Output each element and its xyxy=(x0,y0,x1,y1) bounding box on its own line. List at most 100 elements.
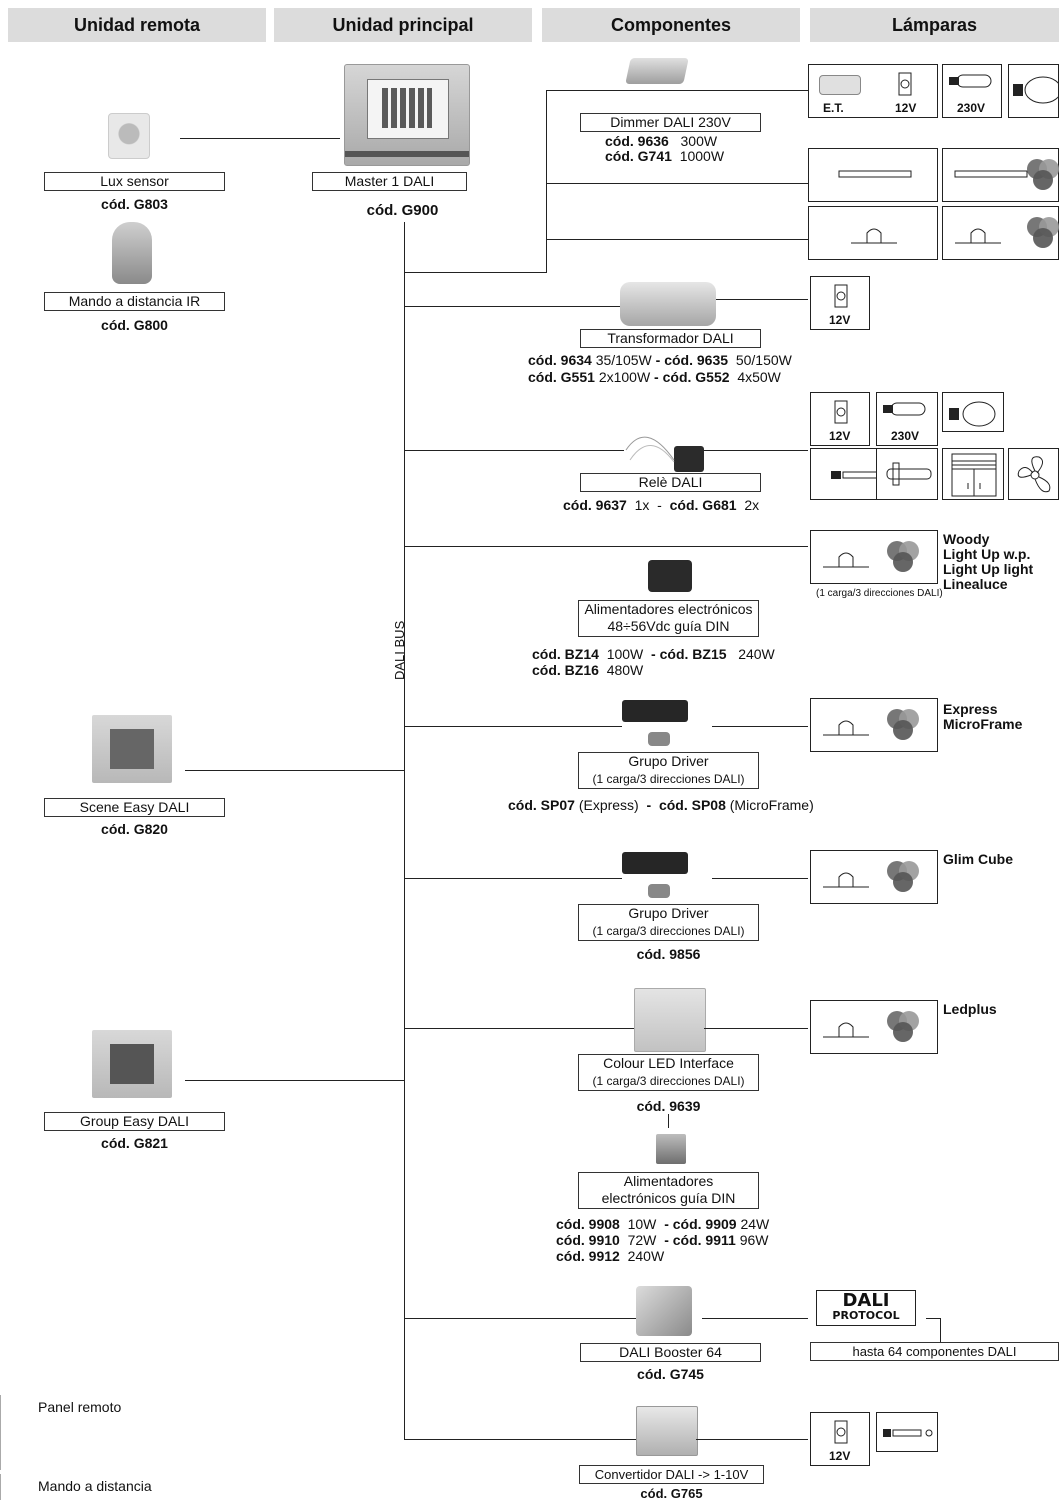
dimmer-branch-v xyxy=(546,90,547,272)
bulb-icon xyxy=(1013,76,1059,104)
driver1-label: Grupo Driver(1 carga/3 direcciones DALI) xyxy=(578,752,759,789)
relay-wires xyxy=(625,436,675,463)
colourled-out xyxy=(704,1028,808,1029)
scene-easy-code: cód. G820 xyxy=(101,821,168,837)
fluorescent-tube-icon xyxy=(838,170,912,178)
lamp-converter-12v: 12V xyxy=(810,1412,870,1466)
lamp-transformer-12v: 12V xyxy=(810,276,870,330)
legend-bar-2 xyxy=(0,1474,1,1500)
dimmer-top-h xyxy=(546,90,808,91)
relay-label: Relè DALI xyxy=(580,473,761,492)
fluorescent-compact-icon xyxy=(883,1429,933,1437)
led-icon xyxy=(823,1022,869,1038)
lamp-driver2 xyxy=(810,850,938,904)
fluorescent-tube-icon xyxy=(954,170,1028,178)
dali-protocol-logo: DALI PROTOCOL xyxy=(816,1290,916,1326)
scene-easy-label: Scene Easy DALI xyxy=(44,798,225,817)
transformer-out xyxy=(716,299,808,300)
rgb-icon xyxy=(887,1011,919,1042)
halogen-linear-icon xyxy=(886,462,932,486)
transformer-code-1: cód. 9634 35/105W - cód. 9635 50/150W xyxy=(528,352,792,368)
legend-panel: Panel remoto xyxy=(38,1399,122,1415)
relay-out xyxy=(704,450,808,451)
group-easy-label: Group Easy DALI xyxy=(44,1112,225,1131)
din-image xyxy=(656,1134,686,1164)
psu-code-2: cód. BZ16 480W xyxy=(532,662,644,678)
booster-code: cód. G745 xyxy=(637,1366,704,1382)
booster-image xyxy=(636,1286,692,1336)
relay-branch xyxy=(404,450,624,451)
lamp-relay-fan xyxy=(1008,448,1059,500)
lamp-fluo xyxy=(808,148,938,202)
halogen-230v-icon xyxy=(949,74,992,88)
lamp-led xyxy=(808,206,938,260)
booster-label: DALI Booster 64 xyxy=(580,1343,761,1362)
led-icon xyxy=(823,720,869,736)
driver2-plug xyxy=(648,884,670,898)
converter-code: cód. G765 xyxy=(640,1486,703,1501)
converter-out xyxy=(696,1439,808,1440)
lamp-driver1 xyxy=(810,698,938,752)
converter-image xyxy=(636,1406,698,1456)
glim-name: Glim Cube xyxy=(943,851,1014,867)
driver1-branch xyxy=(404,726,622,727)
dimmer-image xyxy=(625,58,689,84)
lux-sensor-code: cód. G803 xyxy=(101,196,168,212)
lamp-relay-blind xyxy=(942,448,1004,500)
lux-sensor-image xyxy=(108,113,150,159)
ledplus-name: Ledplus xyxy=(943,1001,997,1017)
led-icon xyxy=(823,552,869,568)
colourled-image xyxy=(634,988,706,1052)
header-components: Componentes xyxy=(542,8,800,42)
psu-code-1: cód. BZ14 100W - cód. BZ15 240W xyxy=(532,646,775,662)
dali-protocol-link-h xyxy=(926,1318,940,1319)
driver2-branch xyxy=(404,878,622,879)
relay-code: cód. 9637 1x - cód. G681 2x xyxy=(563,497,760,513)
upto64-label: hasta 64 componentes DALI xyxy=(810,1342,1059,1361)
colourled-label: Colour LED Interface(1 carga/3 direccion… xyxy=(578,1054,759,1091)
bulb-icon xyxy=(949,401,996,427)
legend-remote: Mando a distancia xyxy=(38,1478,152,1494)
lamp-bulb xyxy=(1008,64,1059,118)
colourled-din-link xyxy=(668,1114,669,1128)
colourled-code: cód. 9639 xyxy=(636,1098,701,1114)
ir-remote-label: Mando a distancia IR xyxy=(44,292,225,311)
driver1-out xyxy=(712,726,808,727)
driver2-label: Grupo Driver(1 carga/3 direcciones DALI) xyxy=(578,904,759,941)
driver1-image xyxy=(622,700,688,722)
lamp-relay-bulb xyxy=(942,392,1004,432)
driver1-plug xyxy=(648,732,670,746)
dali-bus-label: DALI BUS xyxy=(392,620,407,680)
lamp-et-12v: E.T. 12V xyxy=(808,64,938,118)
master-code: cód. G900 xyxy=(366,202,439,219)
halogen-12v-icon xyxy=(834,1420,848,1444)
driver2-out xyxy=(712,878,808,879)
rgb-icon xyxy=(1027,217,1059,248)
master-image xyxy=(344,64,470,166)
halogen-12v-icon xyxy=(834,400,848,424)
halogen-12v-icon xyxy=(898,72,912,96)
colourled-branch xyxy=(404,1028,634,1029)
header-main: Unidad principal xyxy=(274,8,532,42)
dimmer-code-2: cód. G741 1000W xyxy=(605,148,725,164)
booster-out xyxy=(702,1318,808,1319)
transformer-label: Transformador DALI xyxy=(580,329,761,348)
din-code-1: cód. 9908 10W - cód. 9909 24W xyxy=(556,1216,770,1232)
psu-image xyxy=(648,560,692,592)
lux-connector xyxy=(180,138,340,139)
driver2-code: cód. 9856 xyxy=(636,946,701,962)
transformer-code-2: cód. G551 2x100W - cód. G552 4x50W xyxy=(528,369,781,385)
rgb-icon xyxy=(1027,159,1059,190)
lamp-relay-12v: 12V xyxy=(810,392,870,446)
group-easy-code: cód. G821 xyxy=(101,1135,168,1151)
woody-note: (1 carga/3 direcciones DALI) xyxy=(816,588,943,599)
fan-icon xyxy=(1017,456,1051,493)
lamp-psu xyxy=(810,530,938,584)
lamp-relay-230v: 230V xyxy=(876,392,938,446)
scene-connector xyxy=(185,770,404,771)
converter-branch xyxy=(404,1439,636,1440)
blind-icon xyxy=(951,453,997,497)
